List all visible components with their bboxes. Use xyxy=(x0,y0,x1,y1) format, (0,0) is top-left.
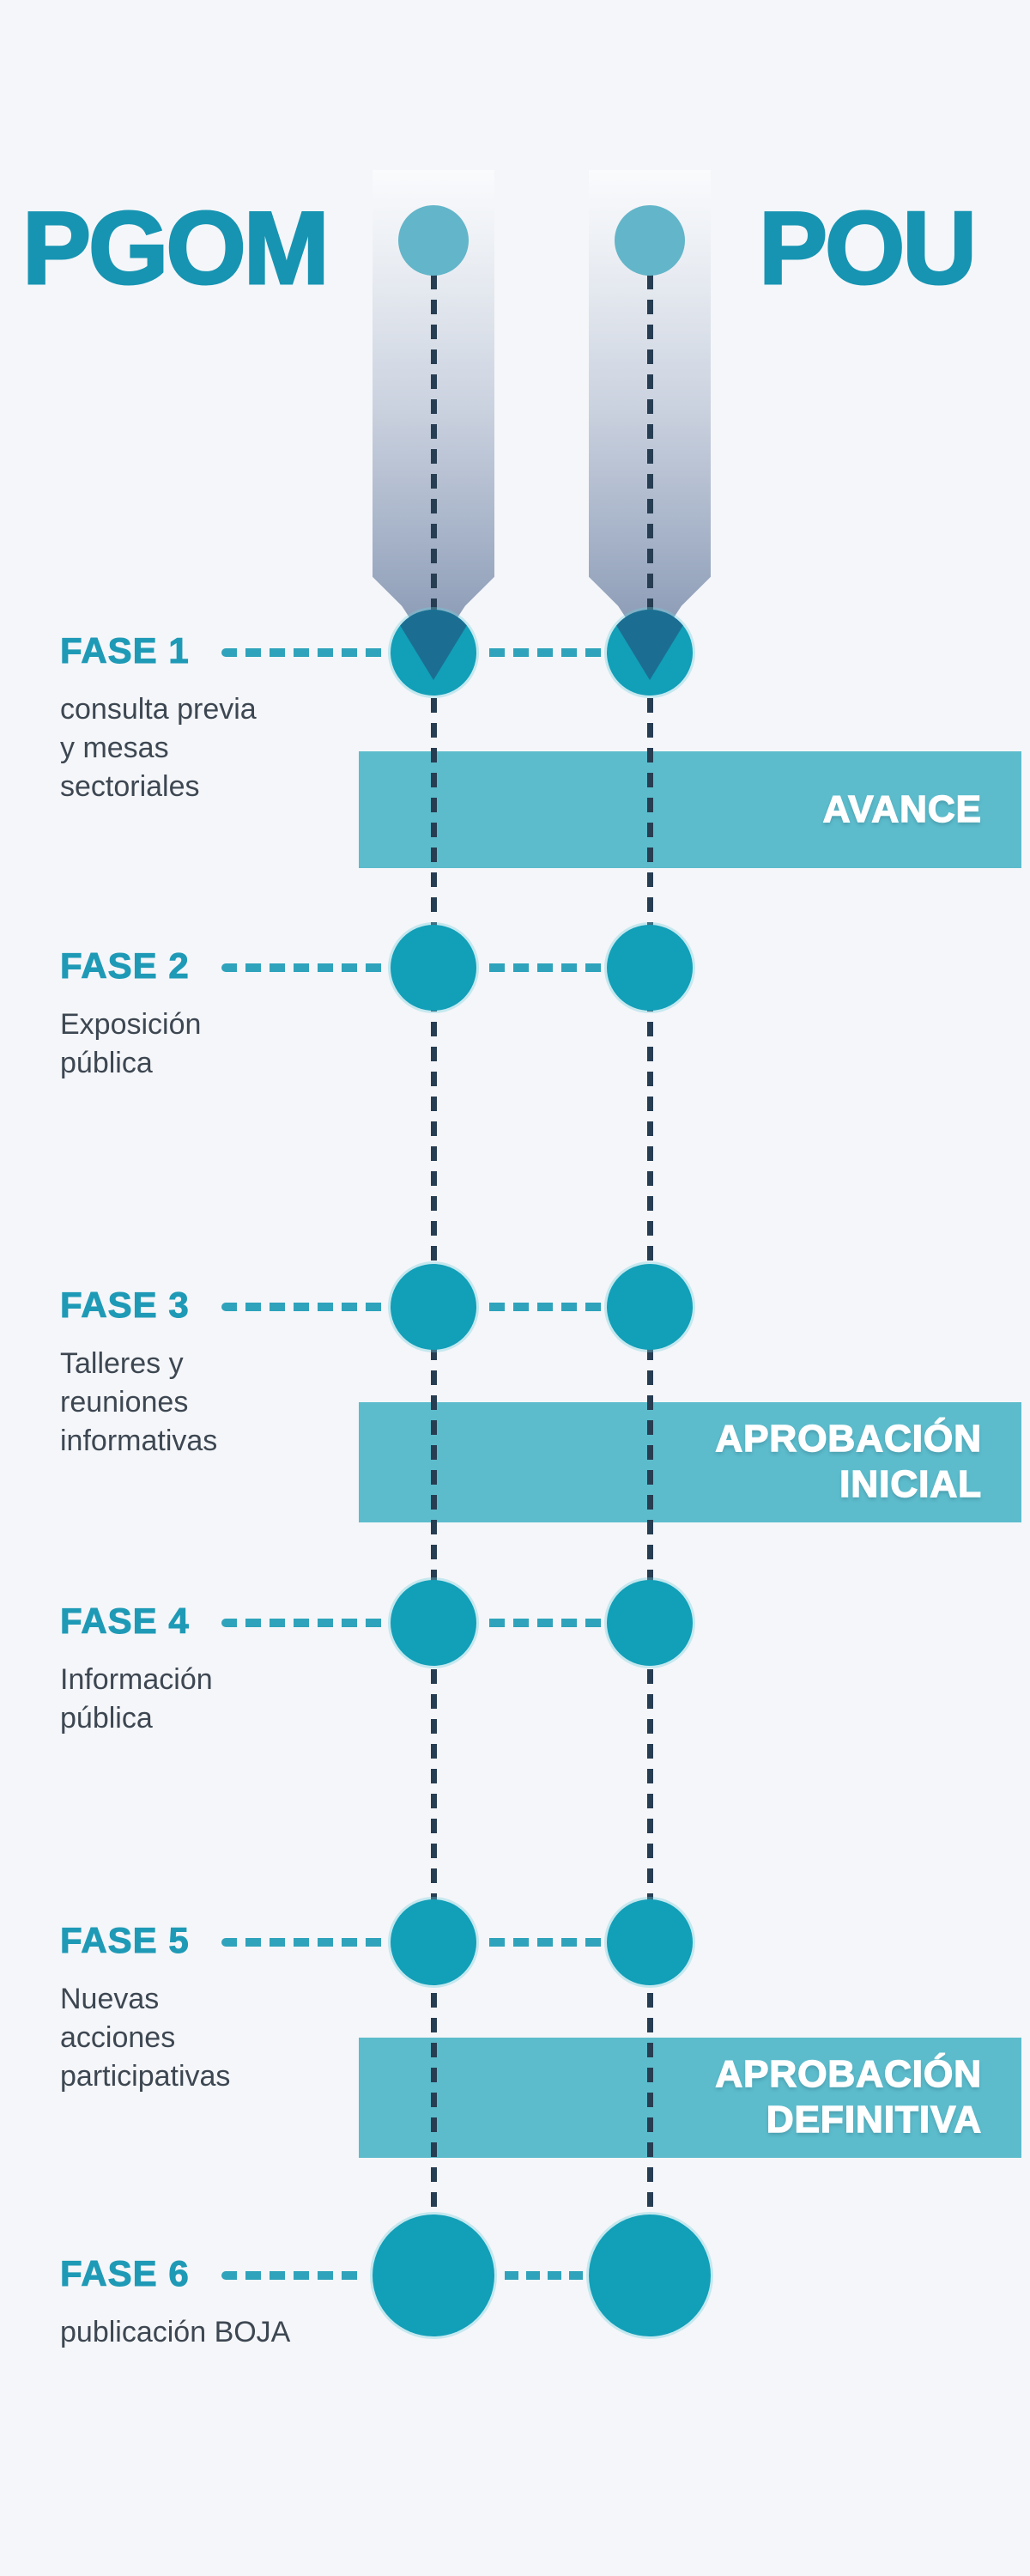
leader-dashes xyxy=(221,648,390,657)
phase-description: Nuevas acciones participativas xyxy=(60,1983,231,2093)
connector-dashes xyxy=(489,648,601,657)
leader-dashes xyxy=(221,2271,366,2280)
phase-label: FASE 2 xyxy=(60,945,190,987)
stage-band-aprobacion-definitiva: APROBACIÓN DEFINITIVA xyxy=(359,2038,1021,2158)
phase-description: consulta previa y mesas sectoriales xyxy=(60,693,257,803)
connector-dashes xyxy=(505,2271,583,2280)
phase-label: FASE 3 xyxy=(60,1285,190,1326)
phase-description: Talleres y reuniones informativas xyxy=(60,1347,218,1457)
connector-dashes xyxy=(489,1303,601,1311)
phase-node-pgom xyxy=(373,2215,494,2336)
phase-label: FASE 5 xyxy=(60,1920,190,1961)
phase-label: FASE 6 xyxy=(60,2253,190,2294)
pgom-title: PGOM xyxy=(21,190,331,307)
stage-band-label: APROBACIÓN INICIAL xyxy=(715,1417,982,1505)
leader-dashes xyxy=(221,1619,390,1627)
connector-dashes xyxy=(489,1619,601,1627)
pgom-dashed-timeline xyxy=(431,275,437,2215)
stage-band-avance: AVANCE xyxy=(359,751,1021,868)
leader-dashes xyxy=(221,963,390,972)
connector-dashes xyxy=(489,1938,601,1947)
pou-title: POU xyxy=(757,190,978,307)
connector-dashes xyxy=(489,963,601,972)
phase-description: Información pública xyxy=(60,1663,213,1735)
phase-label: FASE 4 xyxy=(60,1601,190,1642)
phase-label: FASE 1 xyxy=(60,630,190,671)
pou-dashed-timeline xyxy=(647,275,653,2215)
pou-start-node xyxy=(615,205,685,276)
stage-band-aprobacion-inicial: APROBACIÓN INICIAL xyxy=(359,1402,1021,1522)
phase-description: Exposición pública xyxy=(60,1008,202,1079)
phase-node-pou xyxy=(589,2215,711,2336)
leader-dashes xyxy=(221,1938,390,1947)
stage-band-label: AVANCE xyxy=(822,787,982,830)
stage-band-label: APROBACIÓN DEFINITIVA xyxy=(715,2052,982,2141)
leader-dashes xyxy=(221,1303,390,1311)
phase-description: publicación BOJA xyxy=(60,2316,291,2348)
pgom-start-node xyxy=(398,205,469,276)
